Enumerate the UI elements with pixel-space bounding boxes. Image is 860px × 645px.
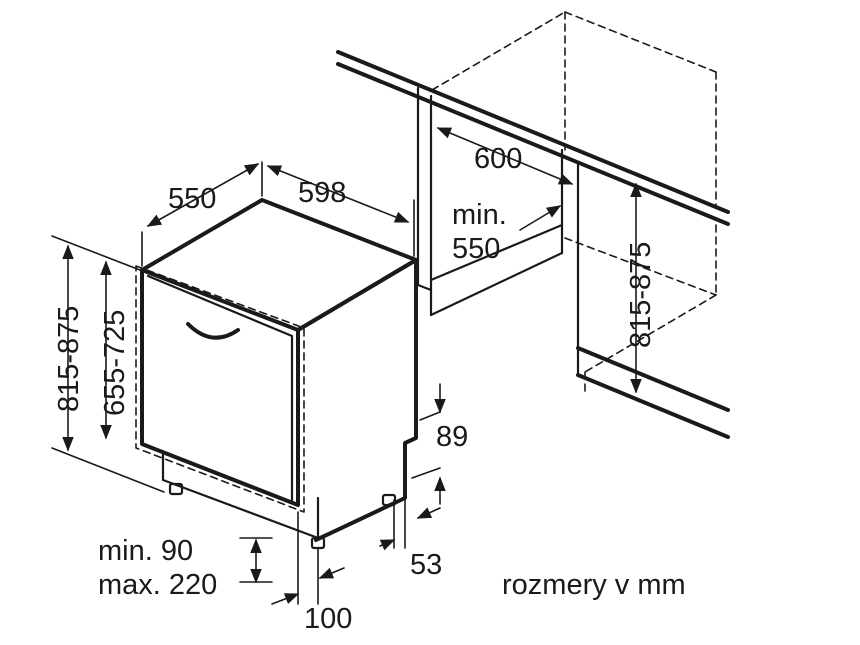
foot-max-label: max. 220 xyxy=(98,569,217,601)
installation-niche xyxy=(336,11,730,439)
plinth-depth-label: 53 xyxy=(410,549,442,581)
depth-label: 550 xyxy=(168,183,216,215)
door-handle xyxy=(186,322,240,340)
width-label: 598 xyxy=(298,177,346,209)
niche-width-label: 600 xyxy=(474,143,522,175)
plinth-height-label: 89 xyxy=(436,421,468,453)
dishwasher-unit xyxy=(135,198,418,550)
niche-height-label: 815-875 xyxy=(625,242,657,348)
niche-depth-label-line1: min. xyxy=(452,199,507,231)
door-height-label: 655-725 xyxy=(99,310,131,416)
foot-min-label: min. 90 xyxy=(98,535,193,567)
height-range-label: 815-875 xyxy=(53,306,85,412)
units-label: rozmery v mm xyxy=(502,569,686,601)
niche-depth-label-line2: 550 xyxy=(452,233,500,265)
dimension-lines xyxy=(51,127,642,605)
foot-offset-label: 100 xyxy=(304,603,352,635)
